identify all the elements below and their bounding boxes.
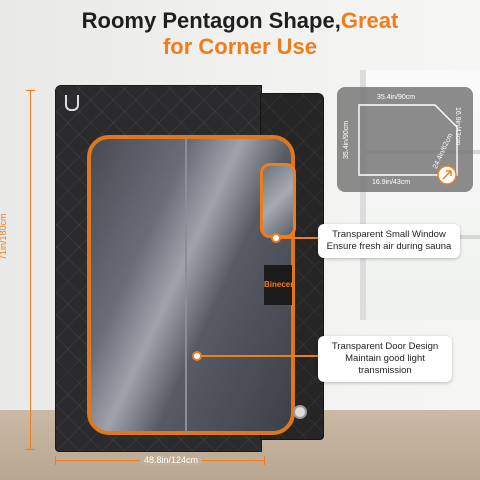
callout-small-window-title: Transparent Small Window xyxy=(332,229,446,240)
small-window-leader xyxy=(279,237,319,239)
height-dimension-label: 71in/180cm xyxy=(0,213,8,260)
plan-bottom-label: 16.9in/43cm xyxy=(372,179,411,186)
headline: Roomy Pentagon Shape,Great for Corner Us… xyxy=(0,8,480,60)
floor-plan-diagram: 35.4in/90cm 35.4in/90cm 16.9in/43cm 16.9… xyxy=(337,87,473,192)
callout-door-desc: Maintain good light transmission xyxy=(345,353,425,376)
port-icon xyxy=(293,405,307,419)
width-dimension-label: 48.8in/124cm xyxy=(140,455,203,465)
door-zipper-line xyxy=(185,137,187,433)
callout-door-title: Transparent Door Design xyxy=(331,341,439,352)
headline-line2: for Corner Use xyxy=(162,34,318,59)
headline-accent: Great xyxy=(340,8,399,33)
plan-left-label: 35.4in/90cm xyxy=(343,120,350,159)
sauna-tent: Binecer xyxy=(55,85,325,455)
hook-icon xyxy=(65,95,79,111)
callout-small-window-desc: Ensure fresh air during sauna xyxy=(326,241,452,252)
callout-door: Transparent Door Design Maintain good li… xyxy=(318,336,452,382)
door-leader xyxy=(200,355,319,357)
plan-right-label: 16.9in/43cm xyxy=(454,107,461,146)
headline-line1: Roomy Pentagon Shape, xyxy=(81,8,341,33)
plan-top-label: 35.4in/90cm xyxy=(377,94,416,101)
height-dimension-line xyxy=(26,90,35,450)
brand-label: Binecer xyxy=(264,265,293,305)
callout-small-window: Transparent Small Window Ensure fresh ai… xyxy=(318,224,460,258)
transparent-small-window[interactable] xyxy=(260,163,296,238)
floor-plan-shape xyxy=(358,104,458,185)
